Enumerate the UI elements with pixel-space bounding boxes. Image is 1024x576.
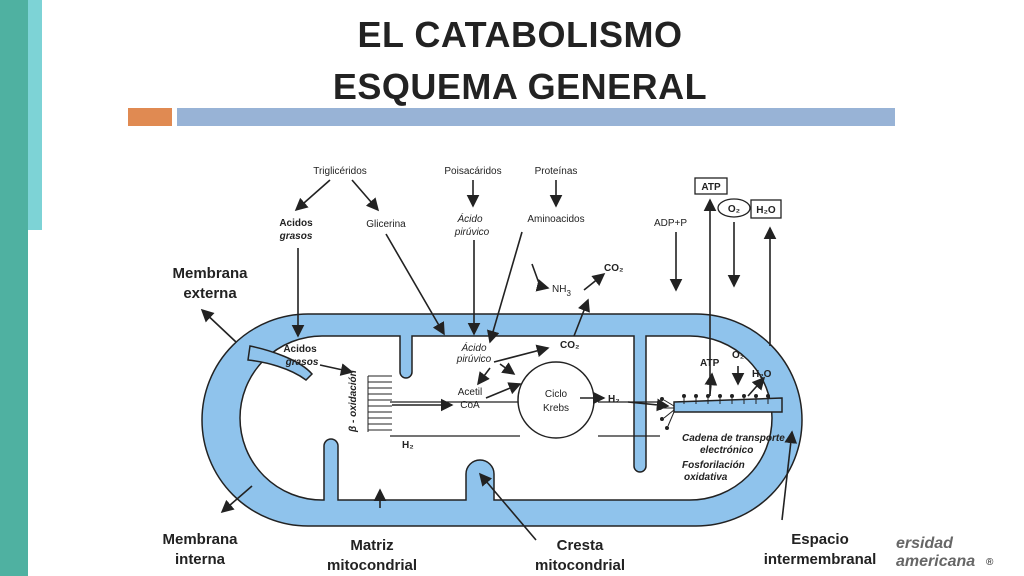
label-beta-oxidacion: β - oxidación [348,370,359,433]
label-acido-outer-2: pirúvico [454,227,490,238]
label-cadena-1: Cadena de transporte [682,433,785,444]
arrow-amino-acido [486,231,523,344]
arrow-acido-co2 [493,344,550,363]
arrow-h2o-inner [747,376,766,397]
label-o2-inner: O₂ [732,350,744,361]
label-h2-right: H₂ [608,394,620,405]
label-proteinas: Proteínas [535,166,578,177]
arrow-co2-out [583,273,606,291]
left-accent-stripe-light [28,0,42,230]
label-polisacaridos: Poisacáridos [444,166,501,177]
arrow-acetil-krebs [485,382,522,399]
label-h2o-box: H₂O [756,205,776,216]
beta-oxidation-comb [367,375,392,432]
university-logo: ersidad americana ® [896,535,994,570]
h2o-box [750,199,782,219]
callout-cresta-1: Cresta [557,537,604,554]
label-atp-box: ATP [701,182,721,193]
arrow-trigl-glicerina [351,179,380,212]
arrow-acidos-beta [319,363,354,376]
callout-membrana-externa-2: externa [183,285,237,302]
label-co2-inner: CO₂ [560,340,579,351]
label-acidos-inner-1: Acidos [283,344,317,355]
arrow-cresta [478,472,537,541]
callout-cresta-2: mitocondrial [535,557,625,574]
label-glicerina: Glicerina [366,219,406,230]
arrow-trigl-acidos [294,179,331,212]
arrow-atp-inner [704,372,718,395]
krebs-cycle-circle [517,361,595,439]
label-h2-left: H₂ [402,440,414,451]
slide-title-line-1: EL CATABOLISMO [357,14,683,55]
label-atp-inner: ATP [700,358,720,369]
callout-membrana-interna-2: interna [175,551,226,568]
callout-espacio-2: intermembranal [764,551,877,568]
arrow-glicerina-inner [385,233,445,336]
label-acidos-outer-1: Acidos [279,218,313,229]
label-fosfo-1: Fosforilación [682,460,745,471]
label-o2-box: O₂ [728,204,740,215]
output-boxes [694,177,782,219]
o2-box [717,198,751,218]
arrow-co2-rise [573,298,590,337]
label-adp: ADP+P [654,218,687,229]
label-nh3: NH3 [552,284,571,298]
label-fosfo-2: oxidativa [684,472,728,483]
arrow-membrana-externa [200,308,237,343]
label-acido-inner-1: Ácido [460,341,486,354]
callout-matriz-1: Matriz [350,537,393,554]
arrow-membrana-interna [220,485,253,514]
label-coa: CoA [460,400,480,411]
label-acidos-inner-2: grasos [285,357,319,368]
arrow-acido-acetil [477,367,491,386]
left-accent-stripe [0,0,28,576]
label-aminoacidos: Aminoacidos [527,214,584,225]
callout-matriz-2: mitocondrial [327,557,417,574]
title-accent-bar-orange [128,108,172,126]
logo-line-2: americana [896,553,975,570]
label-acido-inner-2: pirúvico [456,354,492,365]
arrow-nh3 [531,263,550,292]
label-cadena-2: electrónico [700,445,753,456]
atp-box [694,177,728,195]
logo-line-1: ersidad [896,535,954,552]
label-acido-outer-1: Ácido [456,212,482,225]
logo-registered-mark: ® [986,557,994,568]
arrow-acido-krebs [499,362,516,375]
arrow-espacio [781,430,798,521]
krebs-structure [390,361,660,439]
callout-espacio-1: Espacio [791,531,849,548]
callout-membrana-interna-1: Membrana [162,531,238,548]
label-krebs: Krebs [543,403,569,414]
label-h2o-inner: H₂O [752,369,772,380]
label-trigliceridos: Triglicéridos [313,166,367,177]
callout-membrana-externa-1: Membrana [172,265,248,282]
slide-title-line-2: ESQUEMA GENERAL [332,66,708,107]
label-acetil: Acetil [458,387,482,398]
electron-transport-chain [658,394,770,430]
arrow-h2-chain [627,398,670,412]
label-co2-outer: CO₂ [604,263,623,274]
label-acidos-outer-2: grasos [279,231,313,242]
label-ciclo: Ciclo [545,389,568,400]
title-accent-bar-blue [177,108,895,126]
pathway-arrows [200,179,798,541]
